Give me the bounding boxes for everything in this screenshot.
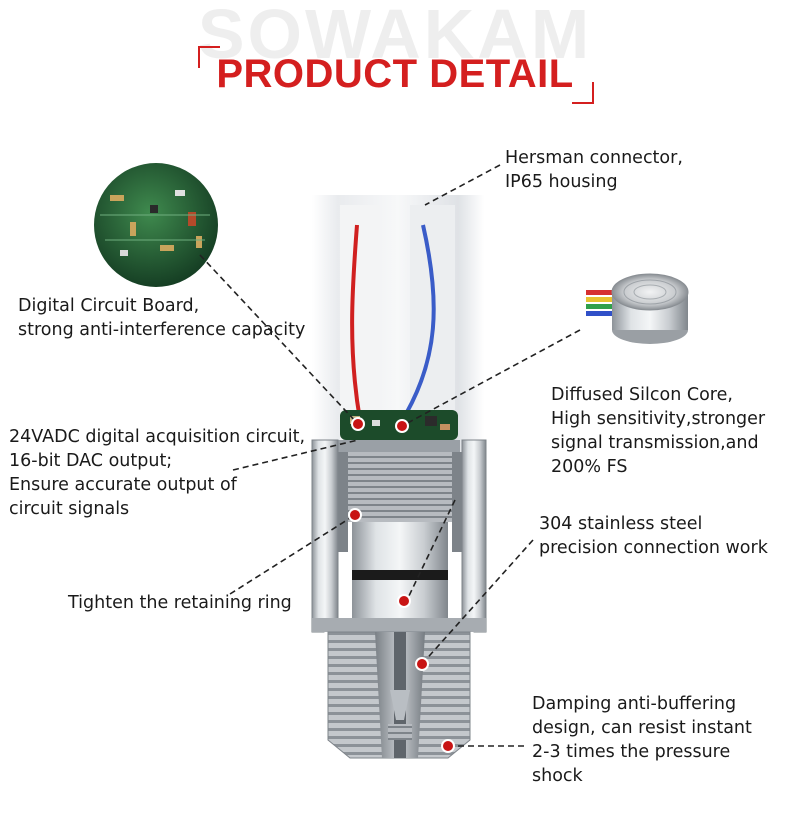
page-title: PRODUCT DETAIL [216,52,574,96]
callout-damping-line-3: 2-3 times the pressure [532,742,731,762]
callout-ring-line-1: Tighten the retaining ring [68,593,292,613]
callout-damping-line-2: design, can resist instant [532,718,752,738]
callout-silicon-core-line-1: Diffused Silcon Core, [551,385,733,405]
title-bracket-bottom-right [572,82,594,104]
marker-steel [415,657,429,671]
blue-wire [398,224,436,426]
callout-damping: Damping anti-buffering design, can resis… [532,692,752,788]
leader-lines [199,164,581,747]
callout-silicon-core-line-2: High sensitivity,stronger [551,409,766,429]
marker-circuit [351,417,365,431]
callout-dac-line-4: circuit signals [9,499,130,519]
callout-dac: 24VADC digital acquisition circuit, 16-b… [9,425,305,521]
callout-circuit-board: Digital Circuit Board, strong anti-inter… [18,294,305,342]
steel-body [311,439,487,633]
callout-connector-line-2: IP65 housing [505,172,618,192]
callout-markers [348,417,455,753]
callout-steel-line-2: precision connection work [539,538,768,558]
callout-connector-line-1: Hersman connector, [505,148,683,168]
callout-circuit-board-line-1: Digital Circuit Board, [18,296,200,316]
callout-connector: Hersman connector, IP65 housing [505,146,683,194]
callout-ring: Tighten the retaining ring [68,591,292,615]
callout-silicon-core-line-3: signal transmission,and [551,433,759,453]
red-wire [350,224,362,421]
pressure-port [327,631,471,759]
marker-core [395,419,409,433]
callout-steel-line-1: 304 stainless steel [539,514,703,534]
marker-ring [397,594,411,608]
circuit-board-photo [94,163,218,287]
callout-damping-line-1: Damping anti-buffering [532,694,737,714]
title-bracket-top-left [198,46,220,68]
marker-damping [441,739,455,753]
silicon-core-sensor [586,273,689,344]
brand-watermark: SOWAKAM [197,0,593,73]
callout-silicon-core: Diffused Silcon Core, High sensitivity,s… [551,383,765,479]
internal-thread-section [338,440,462,618]
callout-silicon-core-line-4: 200% FS [551,457,628,477]
callout-dac-line-2: 16-bit DAC output; [9,451,173,471]
callout-circuit-board-line-2: strong anti-interference capacity [18,320,306,340]
callout-dac-line-1: 24VADC digital acquisition circuit, [9,427,306,447]
callout-dac-line-3: Ensure accurate output of [9,475,237,495]
callout-steel: 304 stainless steel precision connection… [539,512,768,560]
callout-damping-line-4: shock [532,766,583,786]
marker-thread [348,508,362,522]
